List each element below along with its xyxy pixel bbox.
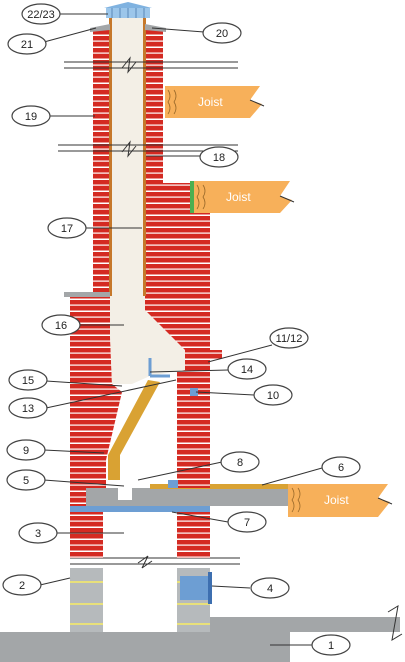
brick-firebox-right xyxy=(177,360,210,488)
callout-7: 7 xyxy=(227,511,267,533)
callout-label: 15 xyxy=(22,375,34,387)
floor-slab xyxy=(0,632,290,662)
callout-10: 10 xyxy=(253,384,293,406)
callout-label: 4 xyxy=(267,583,273,595)
callout-15: 15 xyxy=(8,369,48,391)
shoulder-cap xyxy=(64,292,110,297)
callout-4: 4 xyxy=(250,577,290,599)
joist-label: Joist xyxy=(198,95,223,109)
callout-label: 17 xyxy=(61,223,73,235)
steel-lintel xyxy=(70,506,210,512)
callout-8: 8 xyxy=(220,451,260,473)
fire-stop xyxy=(190,181,194,213)
callout-label: 8 xyxy=(237,457,243,469)
flue-edge-right xyxy=(143,18,146,296)
callout-label: 13 xyxy=(22,403,34,415)
brick-stack-left xyxy=(93,28,110,296)
floor-slab-upper xyxy=(210,617,400,632)
brick-ashpit-left xyxy=(70,510,103,558)
chimney-cap xyxy=(104,2,152,18)
callout-19: 19 xyxy=(11,105,51,127)
hearth-extension xyxy=(150,484,300,489)
leader-lines xyxy=(39,13,323,646)
callout-label: 6 xyxy=(338,462,344,474)
callout-16: 16 xyxy=(41,314,81,336)
hearth-slab xyxy=(86,488,296,506)
smoke-chamber xyxy=(110,296,185,384)
callout-5: 5 xyxy=(6,469,46,491)
callout-1: 1 xyxy=(311,634,351,656)
callout-label: 2 xyxy=(19,580,25,592)
callout-6: 6 xyxy=(321,456,361,478)
callout-9: 9 xyxy=(6,439,46,461)
callout-14: 14 xyxy=(227,358,267,380)
flue-edge-left xyxy=(109,18,112,296)
callout-label: 7 xyxy=(244,517,250,529)
callout-label: 11/12 xyxy=(276,333,303,345)
callout-label: 5 xyxy=(23,475,29,487)
callout-22-23: 22/23 xyxy=(21,3,61,25)
callout-18: 18 xyxy=(199,146,239,168)
throat-piece xyxy=(190,388,198,396)
cleanout-door xyxy=(180,576,208,600)
callout-17: 17 xyxy=(47,217,87,239)
callout-3: 3 xyxy=(18,522,58,544)
joist-label: Joist xyxy=(324,493,349,507)
callout-label: 20 xyxy=(216,28,228,40)
brick-firebox xyxy=(70,296,122,506)
callout-label: 3 xyxy=(35,528,41,540)
hearth-tile xyxy=(168,480,178,488)
callout-20: 20 xyxy=(202,22,242,44)
callout-label: 22/23 xyxy=(27,9,55,21)
slab-break xyxy=(387,605,403,641)
cleanout-door-frame xyxy=(208,572,212,604)
joist-lower xyxy=(288,484,393,517)
callout-11-12: 11/12 xyxy=(269,327,309,349)
callout-label: 9 xyxy=(23,445,29,457)
callout-label: 10 xyxy=(267,390,279,402)
brick-stack-right xyxy=(145,28,163,183)
smoke-chamber-right-brick xyxy=(145,296,222,360)
callout-label: 21 xyxy=(21,39,33,51)
callout-2: 2 xyxy=(2,574,42,596)
callout-label: 19 xyxy=(25,111,37,123)
firebox-liner xyxy=(108,380,160,480)
callout-13: 13 xyxy=(8,397,48,419)
callout-label: 1 xyxy=(328,640,334,652)
callout-label: 14 xyxy=(241,364,253,376)
joist-upper xyxy=(165,86,265,118)
fireplace-opening xyxy=(118,482,132,500)
callout-label: 18 xyxy=(213,152,225,164)
joist-middle xyxy=(194,181,295,213)
chimney-crown-left xyxy=(90,24,110,32)
callout-21: 21 xyxy=(7,33,47,55)
callout-label: 16 xyxy=(55,320,67,332)
joist-label: Joist xyxy=(226,190,251,204)
